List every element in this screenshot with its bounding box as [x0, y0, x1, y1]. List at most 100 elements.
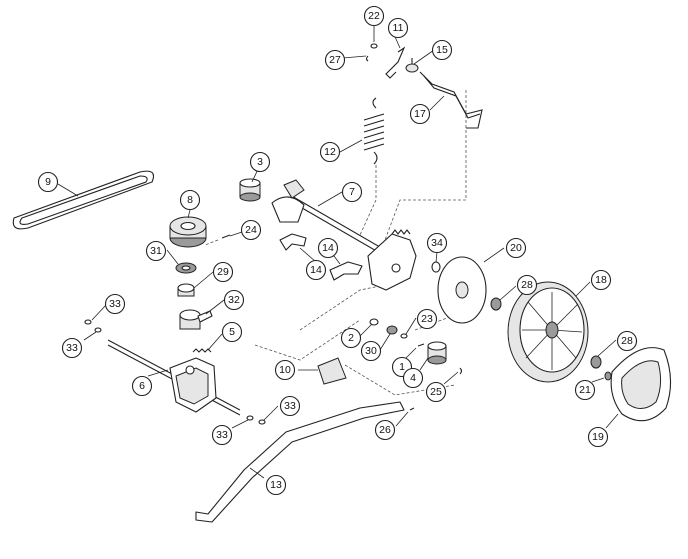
- callout-number: 33: [284, 400, 296, 412]
- callout-number: 12: [324, 146, 336, 158]
- ring-33c: [246, 415, 254, 421]
- callout-number: 33: [109, 298, 121, 310]
- callout-circle: [425, 381, 447, 403]
- callout-c13: 13: [265, 474, 287, 496]
- callout-c4: 4: [402, 367, 424, 389]
- bracket-14a: [279, 233, 307, 251]
- washer-2: [369, 318, 379, 326]
- clip-23: [400, 333, 408, 339]
- callout-circle: [426, 232, 448, 254]
- callout-circle: [505, 237, 527, 259]
- callout-circle: [516, 274, 538, 296]
- callout-circle: [374, 419, 396, 441]
- callout-circle: [179, 189, 201, 211]
- callout-c10: 10: [274, 359, 296, 381]
- callout-c6: 6: [131, 375, 153, 397]
- callout-c32: 32: [223, 289, 245, 311]
- callout-number: 31: [150, 245, 162, 257]
- callout-c5: 5: [221, 321, 243, 343]
- bushing-29: [177, 283, 195, 297]
- spring-5: [192, 348, 212, 353]
- height-adjust-plate: [367, 229, 417, 291]
- callout-circle: [431, 39, 453, 61]
- nut-21: [604, 371, 612, 381]
- callout-circle: [402, 367, 424, 389]
- control-rod: [419, 71, 483, 129]
- pad-10: [317, 357, 347, 385]
- callout-circle: [590, 269, 612, 291]
- callout-number: 13: [270, 479, 282, 491]
- callout-circle: [341, 181, 363, 203]
- callout-circle: [211, 424, 233, 446]
- callout-number: 34: [431, 237, 443, 249]
- callout-circle: [223, 289, 245, 311]
- ring-33b: [94, 327, 102, 333]
- callout-c23: 23: [416, 308, 438, 330]
- drive-pulley: [169, 216, 207, 248]
- callout-number: 8: [187, 194, 193, 206]
- callout-circle: [145, 240, 167, 262]
- callout-number: 27: [329, 54, 341, 66]
- callout-number: 17: [414, 108, 426, 120]
- callout-number: 18: [595, 274, 607, 286]
- callout-circle: [61, 337, 83, 359]
- callout-c33c: 33: [279, 395, 301, 417]
- knob-15: [405, 58, 419, 73]
- callout-c33b: 33: [61, 337, 83, 359]
- callout-circle: [265, 474, 287, 496]
- callout-c29: 29: [212, 261, 234, 283]
- drive-shaft-7: [271, 179, 386, 257]
- callout-circle: [360, 340, 382, 362]
- washer-34: [431, 261, 441, 273]
- rear-wheel: [507, 281, 589, 383]
- callout-circle: [104, 293, 126, 315]
- callout-number: 2: [348, 332, 354, 344]
- bracket-14b: [329, 261, 363, 281]
- callout-number: 23: [421, 313, 433, 325]
- handle-bar: [195, 401, 405, 523]
- callout-c26: 26: [374, 419, 396, 441]
- callout-c17: 17: [409, 103, 431, 125]
- callout-circle: [212, 261, 234, 283]
- clip-25: [459, 367, 463, 375]
- washer-28a: [490, 297, 502, 311]
- callout-c12: 12: [319, 141, 341, 163]
- callout-circle: [249, 151, 271, 173]
- callout-c21: 21: [574, 379, 596, 401]
- callout-number: 7: [349, 186, 355, 198]
- callout-circle: [37, 171, 59, 193]
- callout-circle: [317, 237, 339, 259]
- callout-number: 32: [228, 294, 240, 306]
- roller-4: [427, 341, 447, 365]
- callout-number: 10: [279, 364, 291, 376]
- callout-circle: [387, 17, 409, 39]
- callout-circle: [221, 321, 243, 343]
- callout-c9: 9: [37, 171, 59, 193]
- callout-circle: [340, 327, 362, 349]
- hub-disc: [437, 256, 487, 324]
- callout-c3: 3: [249, 151, 271, 173]
- callout-number: 4: [410, 372, 416, 384]
- callout-number: 33: [216, 429, 228, 441]
- callout-number: 26: [379, 424, 391, 436]
- callout-c31: 31: [145, 240, 167, 262]
- callout-c25: 25: [425, 381, 447, 403]
- callout-c20: 20: [505, 237, 527, 259]
- washer-28b: [590, 355, 602, 369]
- callout-c15: 15: [431, 39, 453, 61]
- bearing-3: [239, 178, 261, 202]
- callout-c28a: 28: [516, 274, 538, 296]
- callout-number: 30: [365, 345, 377, 357]
- callout-circle: [416, 308, 438, 330]
- callout-number: 14: [322, 242, 334, 254]
- callout-circle: [363, 5, 385, 27]
- callout-number: 29: [217, 266, 229, 278]
- callout-c27: 27: [324, 49, 346, 71]
- ring-33d: [258, 419, 266, 425]
- callout-c14a: 14: [305, 259, 327, 281]
- drive-belt: [12, 170, 155, 230]
- callout-c33d: 33: [211, 424, 233, 446]
- gearbox-axle: [107, 339, 241, 416]
- control-rod-inner: [423, 75, 481, 119]
